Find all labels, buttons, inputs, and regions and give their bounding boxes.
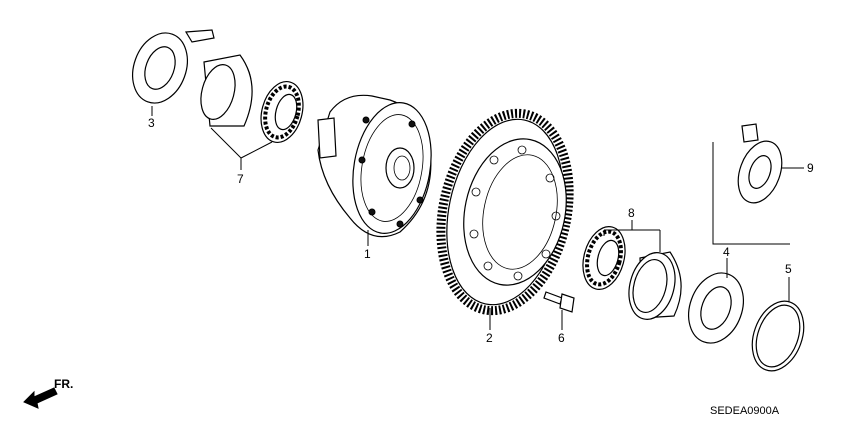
front-direction-indicator: FR. <box>23 377 73 409</box>
ring-gear-bolt-holes <box>469 145 561 281</box>
part-9-inset-bracket <box>712 142 790 245</box>
callout-9: 9 <box>807 161 814 175</box>
part-2-ring-gear <box>436 108 574 316</box>
part-4-shim <box>688 272 744 344</box>
part-1-differential-carrier <box>317 94 432 238</box>
callout-7: 7 <box>237 172 244 186</box>
callout-8: 8 <box>628 206 635 220</box>
callout-1: 1 <box>364 247 371 261</box>
callout-2: 2 <box>486 331 493 345</box>
leader-lines <box>151 106 804 330</box>
part-3-shim <box>132 29 215 104</box>
callout-4: 4 <box>723 245 730 259</box>
part-9-shim <box>737 123 783 204</box>
part-7-roller-bearing <box>260 81 304 143</box>
part-5-snap-ring <box>751 300 805 372</box>
part-8-bearing-race <box>628 251 682 320</box>
front-arrow-icon <box>23 387 58 409</box>
part-6-bolt <box>543 291 575 313</box>
diagram-code: SEDEA0900A <box>710 405 780 417</box>
part-8-roller-bearing <box>582 226 626 290</box>
part-7-bearing-race <box>200 54 253 127</box>
callout-5: 5 <box>785 262 792 276</box>
callout-6: 6 <box>558 331 565 345</box>
front-direction-label: FR. <box>54 377 73 391</box>
callout-3: 3 <box>148 116 155 130</box>
